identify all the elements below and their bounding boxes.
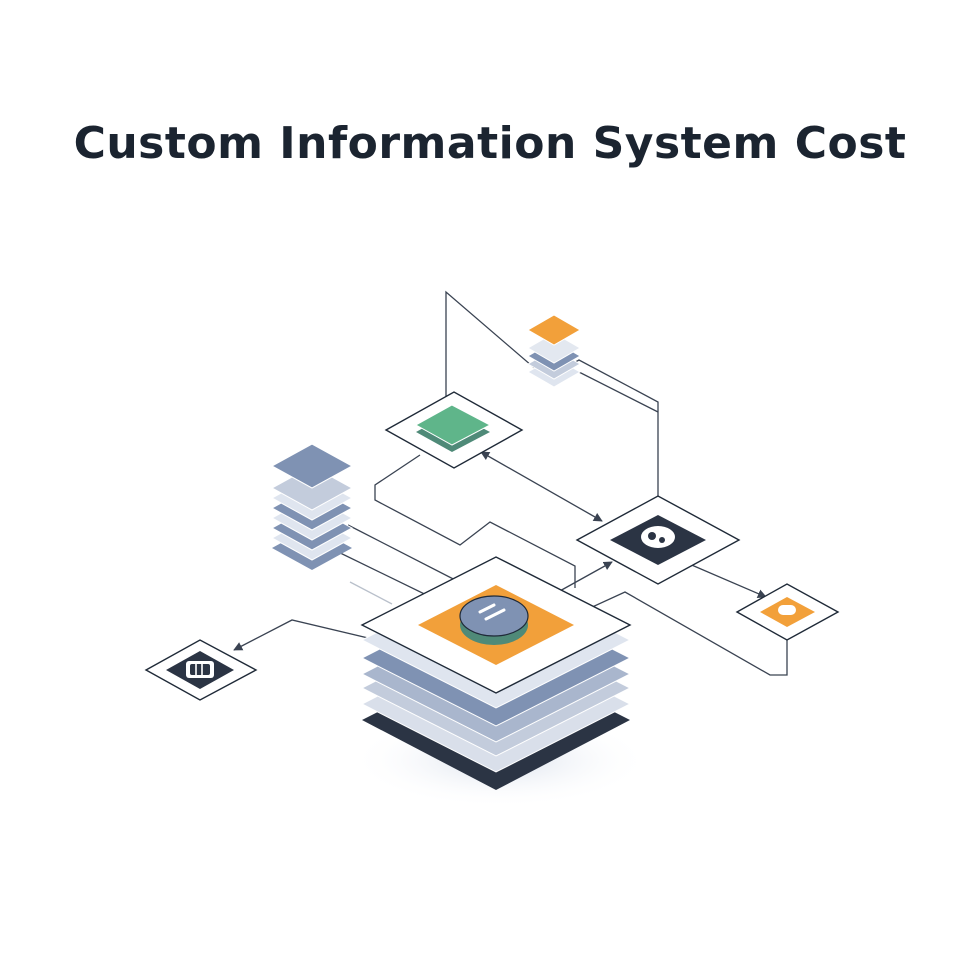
diagram-title: Custom Information System Cost bbox=[73, 118, 907, 169]
terminal-icon bbox=[186, 661, 214, 678]
analytics-card-node bbox=[575, 495, 741, 585]
core-chip-icon bbox=[459, 595, 529, 645]
terminal-card-node bbox=[144, 639, 258, 701]
dark-widget-icon bbox=[641, 526, 675, 548]
orange-card-node bbox=[735, 583, 840, 641]
document-stack-icon bbox=[414, 404, 492, 452]
document-card-node bbox=[384, 391, 524, 469]
small-stack-top bbox=[526, 314, 582, 388]
connector-document-to-center bbox=[374, 454, 576, 588]
connector-analytics-to-orange bbox=[679, 559, 767, 598]
connector-document-analytics bbox=[480, 451, 603, 522]
connector-faint bbox=[349, 581, 393, 605]
server-stack-left bbox=[270, 443, 354, 570]
connector-server-secondary bbox=[347, 524, 466, 586]
orange-tag-icon bbox=[778, 605, 796, 615]
connector-stack-to-analytics bbox=[574, 369, 659, 413]
central-platform bbox=[350, 556, 650, 808]
